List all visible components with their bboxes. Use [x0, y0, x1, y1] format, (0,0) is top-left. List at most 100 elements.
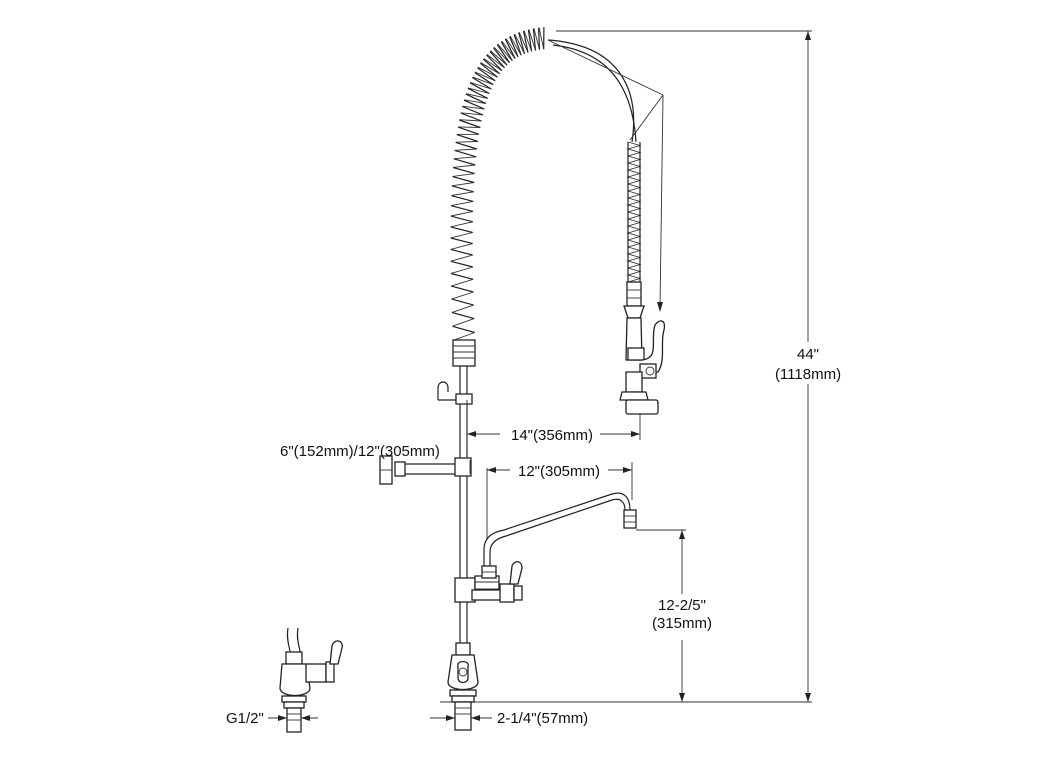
spring-coil-turn	[451, 195, 474, 202]
hose-spring	[626, 141, 642, 283]
spring-coil-turn	[467, 87, 488, 99]
spring-coil-turn	[450, 226, 473, 234]
reach-sprayer-label: 14"(356mm)	[511, 427, 593, 444]
spring-coil-turn	[460, 112, 482, 122]
spring-coil-back	[533, 28, 540, 50]
spring-coil-back	[459, 119, 482, 122]
spring-coil-back	[486, 54, 505, 69]
spring-coil-turn	[456, 134, 479, 143]
base-valve	[447, 642, 479, 731]
spring-coil-back	[451, 182, 475, 187]
spring-coil-back	[497, 43, 513, 61]
spring-coil-turn	[477, 67, 496, 82]
spring-coil-turn	[500, 41, 513, 62]
dimension-spout-length: 12"(305mm)	[486, 462, 633, 540]
spout-height-mm-label: (315mm)	[652, 615, 712, 632]
column-pipe	[459, 365, 468, 652]
spring-coil-turn	[486, 54, 503, 72]
spring-coil-turn	[452, 325, 475, 334]
spring-coil-back	[450, 232, 473, 239]
spring-coil-turn	[454, 149, 477, 158]
spring-coil-back	[455, 141, 479, 143]
wall-bracket	[379, 455, 472, 485]
spring-coil-back	[509, 35, 522, 56]
spring-coil-turn	[453, 158, 476, 166]
spring-coil-turn	[532, 28, 537, 51]
dimension-base-width: 2-1/4"(57mm)	[430, 710, 588, 727]
spring-coil-back	[490, 50, 508, 66]
spring-coil-back	[538, 27, 545, 50]
hose-spring-coil	[626, 141, 642, 283]
wall-bracket-label: 6"(152mm)/12"(305mm)	[280, 443, 440, 460]
spring-coil-back	[483, 58, 503, 72]
spring-coil-back	[501, 40, 516, 59]
spring-coil-turn	[450, 272, 474, 280]
spring-coil-back	[505, 38, 519, 58]
base-width-label: 2-1/4"(57mm)	[497, 710, 588, 727]
spring-coil-back	[451, 291, 474, 300]
spring-coil-back	[450, 266, 474, 274]
spring-coil-turn	[474, 71, 494, 86]
spring-coil-turn	[509, 36, 519, 58]
spring-coil-back	[452, 173, 475, 177]
spring-coil-turn	[513, 34, 522, 56]
spring-coil-turn	[452, 166, 475, 175]
spring-base-collar	[452, 339, 476, 367]
hose-hook	[437, 381, 473, 405]
spring-coil-back	[518, 32, 529, 53]
spring-coil-back	[457, 126, 481, 128]
spring-coil-turn	[451, 185, 474, 193]
spring-coil-turn	[482, 58, 501, 75]
spring-coil-turn	[452, 176, 475, 184]
spring-coil-turn	[450, 260, 474, 268]
spring-coil-turn	[451, 311, 475, 320]
spring-coil-turn	[479, 62, 498, 78]
coil-spring	[450, 27, 545, 341]
swing-spout	[483, 492, 637, 570]
dimension-sprayer-reach: 14"(356mm)	[466, 400, 641, 446]
spring-coil-back	[450, 221, 473, 228]
spring-coil-turn	[463, 99, 485, 110]
height-total-mm-label: (1118mm)	[775, 366, 841, 383]
spring-coil-turn	[451, 285, 474, 293]
inlet-thread-label: G1/2"	[226, 710, 264, 727]
spray-valve	[619, 281, 666, 415]
spring-coil-back	[453, 156, 477, 160]
spring-coil-back	[528, 29, 536, 51]
spring-coil-turn	[451, 205, 474, 212]
spring-coil-back	[467, 87, 490, 94]
spring-coil-back	[451, 200, 474, 207]
spring-coil-back	[462, 105, 485, 110]
spring-coil-turn	[455, 141, 478, 150]
spring-coil-turn	[450, 248, 473, 256]
spring-coil-back	[464, 99, 487, 105]
spring-coil-turn	[465, 93, 487, 105]
spring-coil-back	[477, 66, 498, 78]
spring-coil-turn	[469, 82, 490, 95]
spring-coil-back	[450, 243, 473, 250]
spring-coil-back	[451, 304, 474, 313]
spring-coil-back	[480, 62, 500, 75]
spring-coil-turn	[450, 237, 473, 245]
spring-coil-back	[514, 33, 525, 55]
spring-coil-turn	[496, 44, 511, 64]
dimension-inlet-thread: G1/2"	[226, 710, 318, 727]
spring-coil-turn	[522, 30, 529, 53]
spring-coil-back	[454, 148, 478, 151]
spring-coil-back	[450, 210, 474, 217]
spring-coil-turn	[471, 76, 492, 90]
spring-coil-back	[523, 30, 533, 52]
spring-coil-back	[451, 191, 474, 196]
spring-coil-turn	[450, 215, 473, 223]
spout-height-label: 12-2/5"	[658, 597, 706, 614]
spring-coil-turn	[459, 119, 481, 129]
spring-coil-back	[460, 112, 483, 116]
spring-coil-back	[474, 71, 496, 82]
dimension-overall-height: 44" (1118mm)	[440, 30, 850, 703]
spout-length-label: 12"(305mm)	[518, 463, 600, 480]
spring-coil-back	[472, 76, 494, 86]
dimension-spout-height: 12-2/5" (315mm)	[636, 529, 712, 702]
spring-coil-back	[493, 46, 510, 64]
spring-coil-turn	[457, 126, 480, 135]
